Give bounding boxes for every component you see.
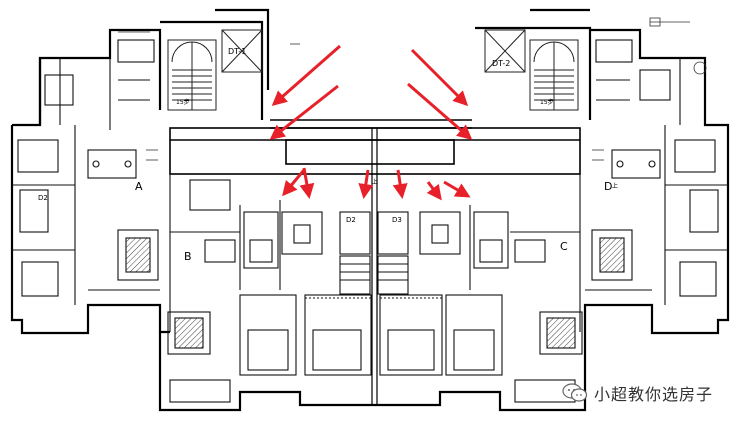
bath-d2-left-label: D2 bbox=[38, 194, 48, 202]
stair-core-right bbox=[484, 29, 579, 111]
arrow-4 bbox=[407, 82, 473, 140]
arrow-9 bbox=[426, 181, 442, 201]
annotation-marks bbox=[118, 17, 707, 161]
steps-right-label: 15步 bbox=[540, 98, 554, 106]
corridor bbox=[169, 119, 581, 405]
elevator-left-label: DT-1 bbox=[228, 47, 246, 56]
unit-c-label: C bbox=[560, 240, 568, 253]
unit-a-label: A bbox=[135, 180, 143, 193]
center-baths bbox=[281, 211, 461, 295]
bath-d2-center-left-label: D2 bbox=[346, 216, 356, 224]
arrow-8 bbox=[392, 169, 408, 199]
arrow-2 bbox=[269, 84, 339, 140]
unit-b-label: B bbox=[184, 250, 192, 263]
steps-left-label: 15步 bbox=[176, 98, 190, 106]
arrow-1 bbox=[271, 44, 341, 106]
arrow-3 bbox=[410, 48, 469, 107]
red-arrows bbox=[269, 44, 473, 201]
arrow-6 bbox=[299, 167, 315, 199]
stair-mark-right-label: 上 bbox=[612, 182, 618, 190]
watermark: 小超教你选房子 bbox=[562, 379, 713, 407]
unit-b bbox=[167, 174, 297, 403]
arrow-5 bbox=[282, 169, 306, 197]
outer-walls bbox=[10, 8, 730, 412]
watermark-text: 小超教你选房子 bbox=[594, 385, 714, 404]
elevator-right-label: DT-2 bbox=[492, 59, 510, 68]
unit-c bbox=[304, 174, 583, 403]
bath-d3-center-label: D3 bbox=[392, 216, 402, 224]
chat-bubbles-icon bbox=[562, 382, 588, 404]
unit-a bbox=[12, 39, 160, 305]
unit-d-label: D bbox=[604, 180, 612, 193]
unit-d bbox=[585, 39, 728, 305]
stair-core-left bbox=[167, 29, 263, 111]
arrow-10 bbox=[443, 180, 471, 198]
arrow-7 bbox=[358, 169, 374, 199]
stair-mark-label: 上 bbox=[372, 178, 378, 186]
room-labels: A B C D DT-1 DT-2 15步 15步 D2 D2 D3 上 上 bbox=[38, 47, 618, 263]
